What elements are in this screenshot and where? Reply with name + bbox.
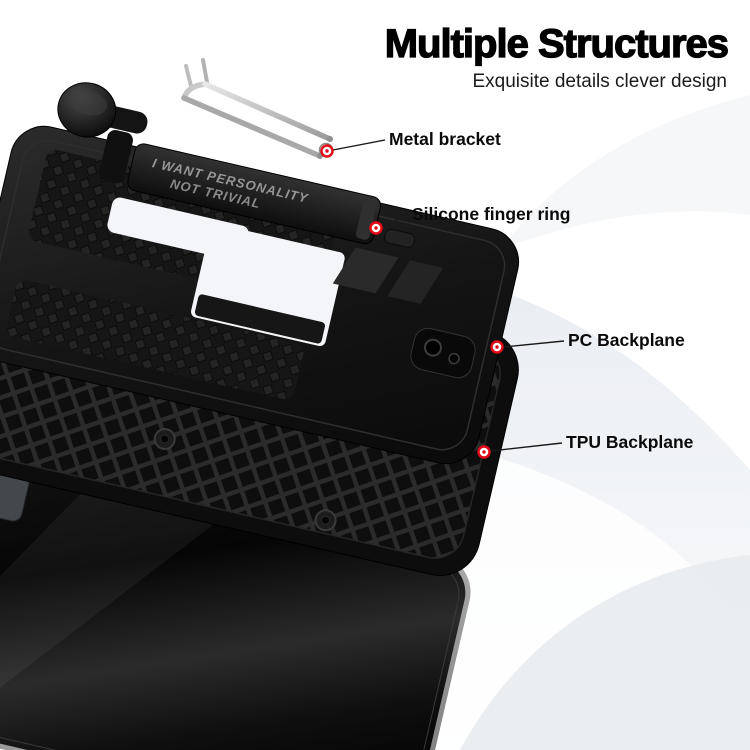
armor-ridge bbox=[332, 247, 399, 294]
marker-pc-backplane-icon bbox=[490, 340, 504, 354]
callout-line-tpu-backplane bbox=[490, 442, 563, 452]
background-swoosh bbox=[500, 95, 750, 250]
pc-backplane bbox=[0, 125, 520, 465]
pc-recess-groove bbox=[194, 294, 325, 344]
phone-glare bbox=[0, 480, 231, 731]
callout-label-pc-backplane: PC Backplane bbox=[568, 330, 685, 350]
tpu-screw bbox=[314, 509, 337, 532]
marker-tpu-backplane-icon bbox=[477, 445, 491, 459]
button-bump bbox=[384, 228, 416, 248]
kickstand-end-cap bbox=[355, 199, 377, 240]
callout-line-metal-bracket bbox=[332, 139, 386, 151]
background-swoosh bbox=[460, 555, 750, 750]
pc-texture-bottom bbox=[6, 280, 304, 400]
callout-lines bbox=[332, 139, 565, 452]
callout-markers bbox=[320, 144, 504, 459]
page-title: Multiple Structures bbox=[384, 21, 730, 66]
camera-cutout bbox=[410, 327, 476, 379]
marker-silicone-finger-ring-icon bbox=[369, 221, 383, 235]
callout-label-metal-bracket: Metal bracket bbox=[389, 129, 501, 149]
callout-label-silicone-finger-ring: Silicone finger ring bbox=[412, 204, 571, 224]
callout-line-pc-backplane bbox=[503, 340, 565, 348]
callout-label-tpu-backplane: TPU Backplane bbox=[566, 432, 694, 452]
marker-metal-bracket-icon bbox=[320, 144, 334, 158]
page-subtitle: Exquisite details clever design bbox=[472, 71, 727, 92]
callout-line-silicone-finger-ring bbox=[381, 214, 409, 228]
kickstand-knob bbox=[57, 82, 148, 184]
tpu-screw bbox=[153, 428, 176, 451]
armor-ridge bbox=[387, 260, 444, 304]
